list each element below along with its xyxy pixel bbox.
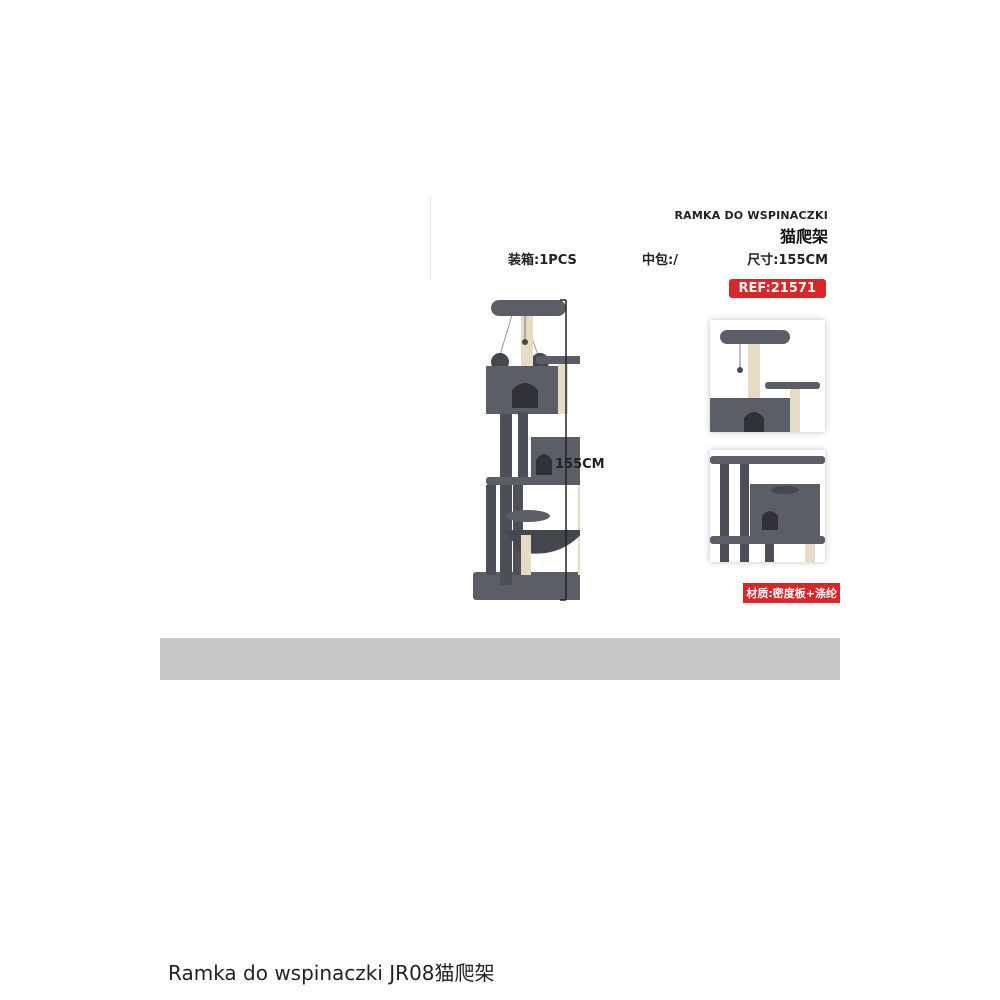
cat-tree-detail-bottom: [710, 456, 825, 562]
height-dimension-label: 155CM: [555, 457, 605, 472]
divider: [430, 195, 431, 280]
detail-image-top: [710, 320, 825, 432]
detail-image-bottom: [710, 450, 825, 562]
middle-pack: 中包:/: [642, 253, 678, 268]
product-title-en: RAMKA DO WSPINACZKI: [674, 209, 828, 222]
product-title-cn: 猫爬架: [779, 227, 828, 246]
grey-band: [160, 638, 840, 680]
product-size: 尺寸:155CM: [747, 253, 828, 268]
pack-quantity: 装箱:1PCS: [508, 253, 577, 268]
material-badge: 材质:密度板+涤纶: [743, 583, 840, 603]
product-caption: Ramka do wspinaczki JR08猫爬架: [168, 961, 495, 985]
cat-tree-image: [473, 299, 580, 601]
ref-badge: REF:21571: [728, 279, 826, 298]
cat-tree-detail-top: [710, 330, 820, 432]
product-sheet: RAMKA DO WSPINACZKI 猫爬架 装箱:1PCS 中包:/ 尺寸:…: [160, 195, 840, 680]
